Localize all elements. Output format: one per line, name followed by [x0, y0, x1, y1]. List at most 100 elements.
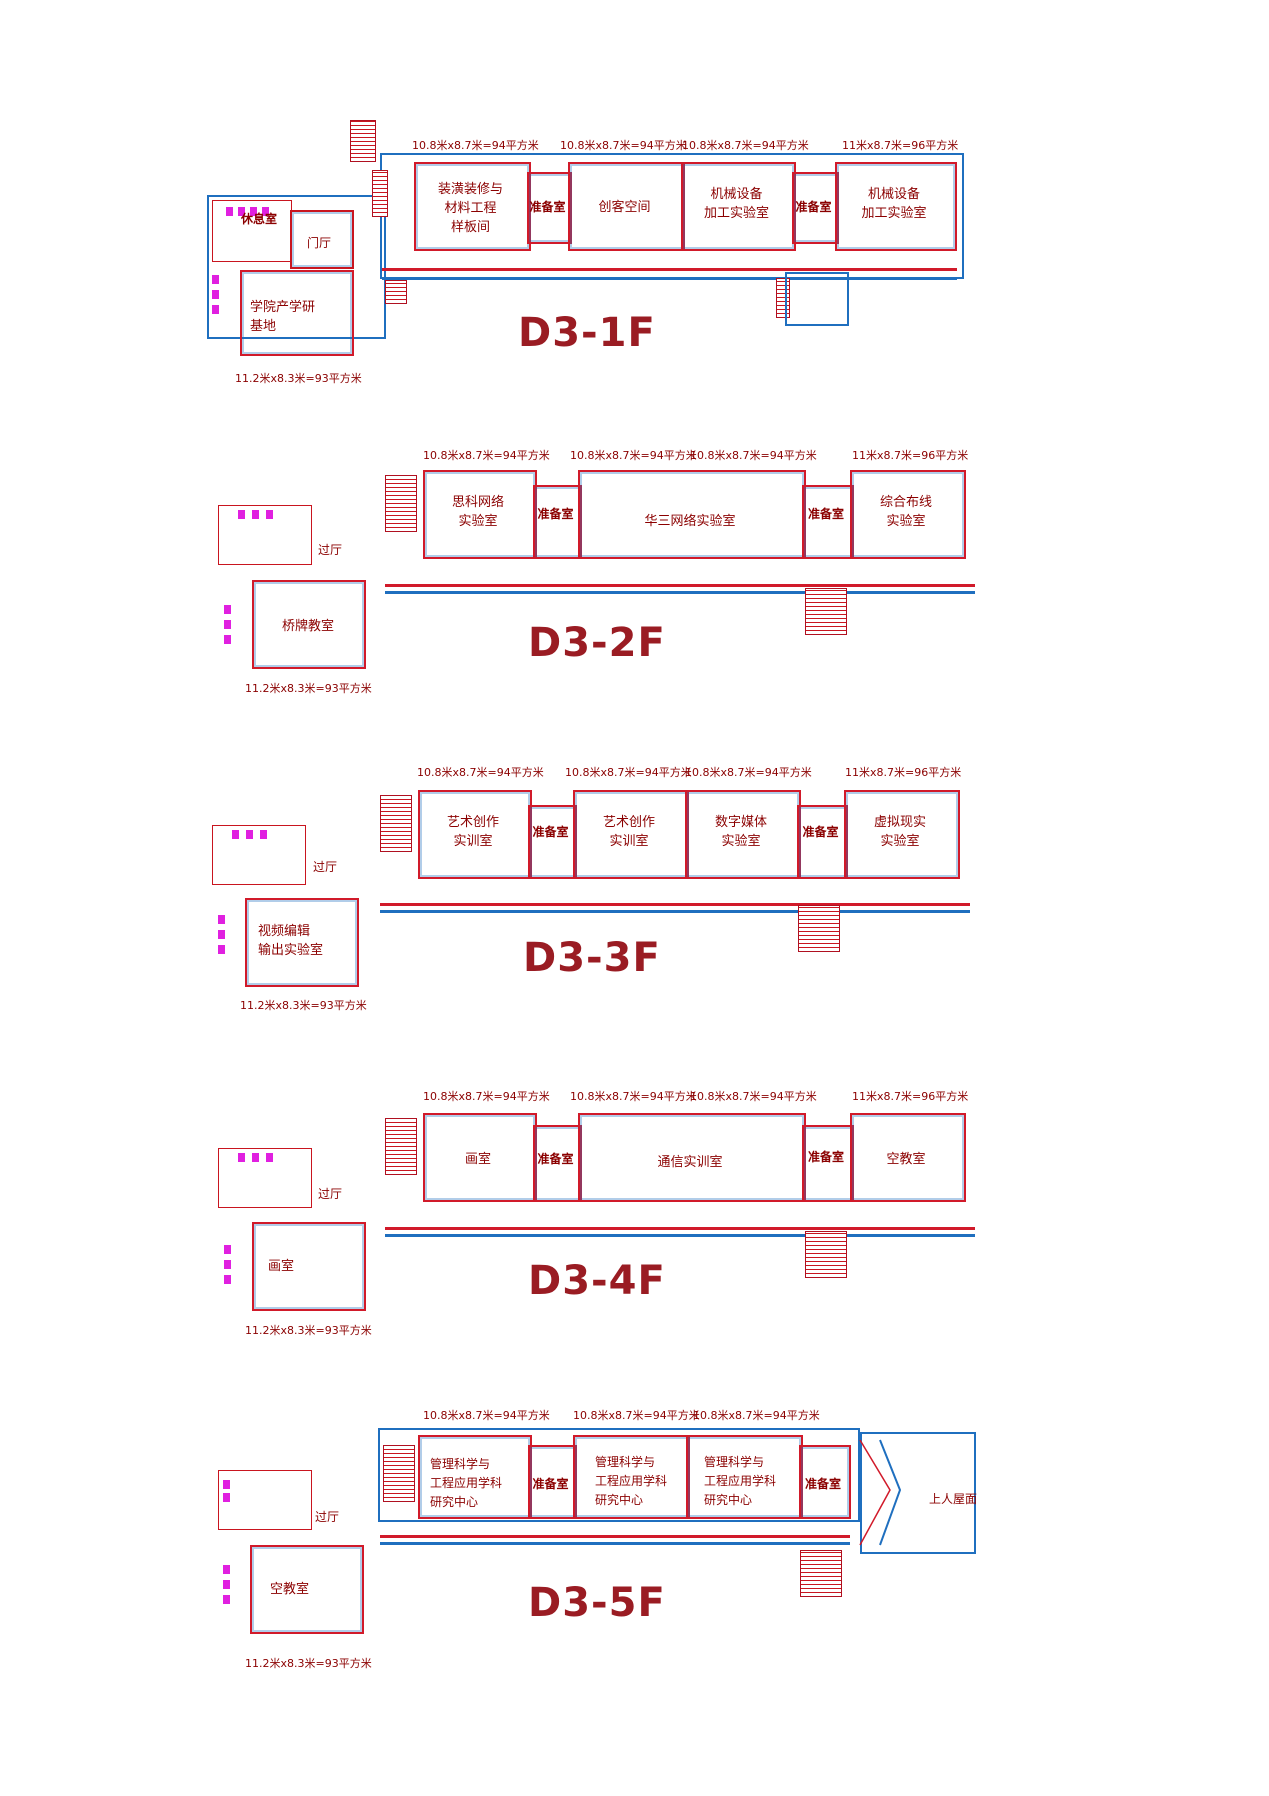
room-prep	[533, 485, 582, 559]
room-cabling-lab	[850, 470, 966, 559]
room-maker-space	[568, 162, 685, 251]
room-label: 准备室	[802, 825, 839, 839]
dimension-label: 10.8米x8.7米=94平方米	[423, 1090, 550, 1103]
staircase	[383, 1445, 415, 1502]
room-prep	[799, 1445, 851, 1519]
room-machining-lab	[835, 162, 957, 251]
dimension-label: 10.8米x8.7米=94平方米	[693, 1409, 820, 1422]
room-art-studio	[423, 1113, 537, 1202]
fixture-icon	[260, 830, 267, 839]
corridor	[382, 268, 957, 280]
fixture-icon	[232, 830, 239, 839]
fixture-icon	[223, 1580, 230, 1589]
room-empty-classroom	[850, 1113, 966, 1202]
dimension-label: 10.8米x8.7米=94平方米	[685, 766, 812, 779]
fixture-icon	[223, 1595, 230, 1604]
building-outline	[378, 1428, 860, 1522]
dimension-label: 11.2米x8.3米=93平方米	[235, 372, 362, 385]
room-vr-lab	[844, 790, 960, 879]
dimension-label: 11米x8.7米=96平方米	[842, 139, 959, 152]
room-prep	[792, 172, 839, 244]
fixture-icon	[212, 305, 219, 314]
entrance-stairs	[350, 120, 376, 162]
room-management-research	[686, 1435, 803, 1519]
room-label: 机械设备 加工实验室	[861, 187, 927, 221]
room-label: 过厅	[314, 1510, 339, 1524]
dimension-label: 11米x8.7米=96平方米	[852, 1090, 969, 1103]
staircase	[805, 1231, 847, 1278]
room-art-studio	[252, 1222, 366, 1311]
room-label: 桥牌教室	[281, 619, 334, 634]
room-label: 装潢装修与 材料工程 样板间	[437, 182, 503, 235]
room-label: 综合布线 实验室	[879, 495, 932, 529]
room-label: 管理科学与 工程应用学科 研究中心	[704, 1455, 777, 1507]
room-label: 空教室	[886, 1152, 926, 1167]
fixture-icon	[262, 207, 269, 216]
room-label: 华三网络实验室	[644, 514, 736, 529]
restroom-block	[218, 505, 312, 565]
dimension-label: 11米x8.7米=96平方米	[845, 766, 962, 779]
dimension-label: 10.8米x8.7米=94平方米	[412, 139, 539, 152]
room-digital-media-lab	[685, 790, 801, 879]
fixture-icon	[224, 620, 231, 629]
dimension-label: 10.8米x8.7米=94平方米	[570, 1090, 697, 1103]
room-label: 准备室	[532, 1477, 569, 1491]
dimension-label: 10.8米x8.7米=94平方米	[417, 766, 544, 779]
restroom-block	[218, 1470, 312, 1530]
stair-outline	[785, 272, 849, 326]
room-foyer	[290, 210, 354, 269]
room-video-editing-lab	[245, 898, 359, 987]
floor-title: D3-2F	[528, 620, 666, 666]
room-machining-lab	[681, 162, 796, 251]
room-empty-classroom	[250, 1545, 364, 1634]
fixture-icon	[238, 1153, 245, 1162]
floor-title: D3-1F	[518, 310, 656, 356]
room-label: 视频编辑 输出实验室	[258, 924, 324, 958]
fixture-icon	[246, 830, 253, 839]
fixture-icon	[250, 207, 257, 216]
corridor	[380, 1535, 850, 1545]
corridor	[380, 903, 970, 913]
room-prep	[528, 805, 577, 879]
floor-title: D3-3F	[523, 935, 661, 981]
room-label: 休息室	[240, 212, 277, 226]
floor-title: D3-4F	[528, 1258, 666, 1304]
fixture-icon	[223, 1480, 230, 1489]
room-prep	[533, 1125, 582, 1202]
fixture-icon	[238, 207, 245, 216]
room-label: 准备室	[795, 200, 832, 214]
room-label: 画室	[464, 1152, 491, 1167]
corridor	[385, 1227, 975, 1237]
room-label: 管理科学与 工程应用学科 研究中心	[595, 1455, 668, 1507]
room-label: 过厅	[317, 543, 342, 557]
room-prep	[802, 485, 854, 559]
fixture-icon	[223, 1493, 230, 1502]
fixture-icon	[266, 510, 273, 519]
fixture-icon	[266, 1153, 273, 1162]
fixture-icon	[224, 1275, 231, 1284]
room-label: 通信实训室	[657, 1155, 723, 1170]
fixture-icon	[252, 1153, 259, 1162]
room-label: 学院产学研 基地	[250, 300, 316, 334]
dimension-label: 11.2米x8.3米=93平方米	[245, 1324, 372, 1337]
corridor	[385, 584, 975, 594]
room-prep	[797, 805, 848, 879]
staircase	[385, 475, 417, 532]
room-prep	[527, 172, 572, 244]
room-communication-training	[578, 1113, 806, 1202]
room-label: 虚拟现实 实验室	[873, 815, 926, 849]
dimension-label: 10.8米x8.7米=94平方米	[423, 1409, 550, 1422]
room-label: 准备室	[807, 1150, 844, 1164]
room-label: 艺术创作 实训室	[602, 815, 655, 849]
room-label: 门厅	[306, 236, 331, 250]
staircase	[800, 1550, 842, 1597]
staircase	[805, 588, 847, 635]
dimension-label: 11.2米x8.3米=93平方米	[245, 1657, 372, 1670]
restroom-block	[218, 1148, 312, 1208]
room-label: 上人屋面	[928, 1492, 977, 1506]
dimension-label: 11.2米x8.3米=93平方米	[245, 682, 372, 695]
dimension-label: 10.8米x8.7米=94平方米	[690, 449, 817, 462]
room-management-research	[418, 1435, 532, 1519]
room-label: 准备室	[804, 1477, 841, 1491]
